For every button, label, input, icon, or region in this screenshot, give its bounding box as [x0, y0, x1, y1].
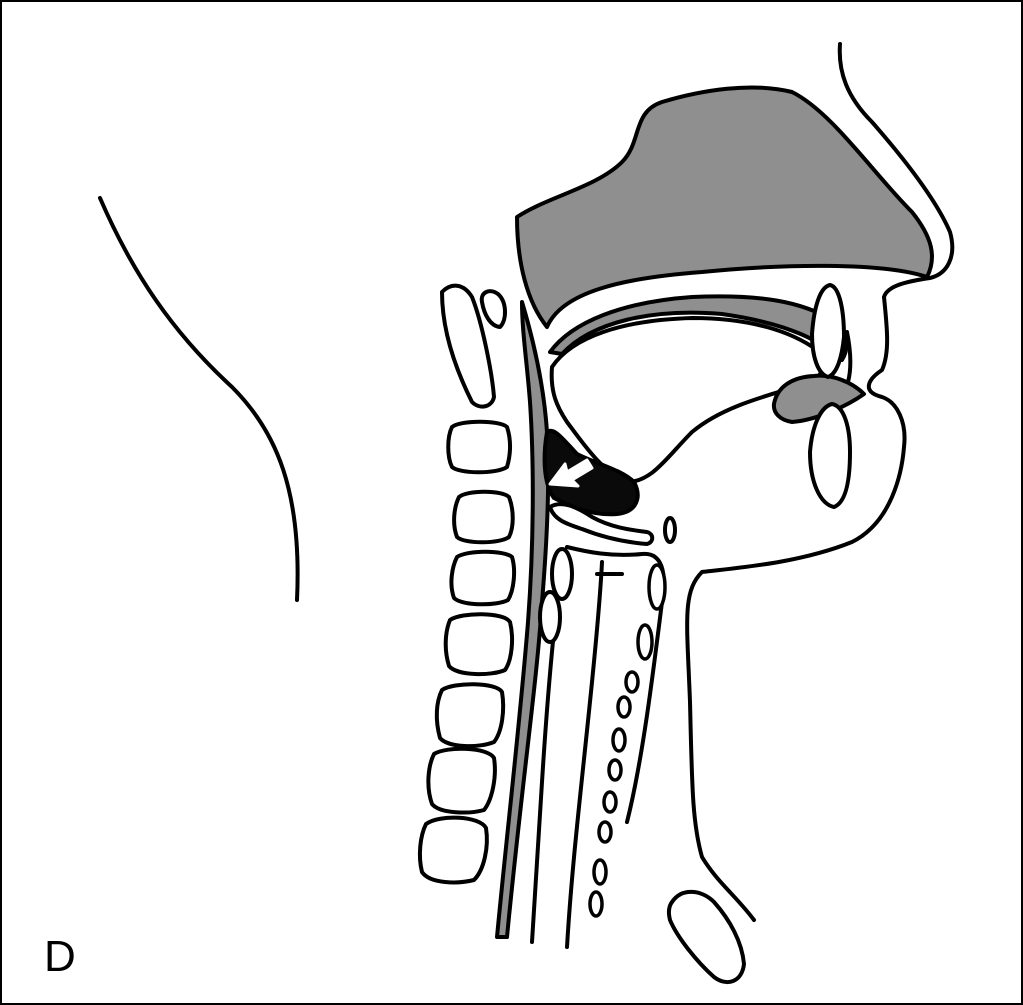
lower-tooth — [810, 404, 850, 507]
vertebra-c5 — [446, 614, 512, 674]
vertebra-c2 — [448, 422, 510, 473]
panel-label: D — [44, 932, 76, 982]
arytenoid-lower — [540, 592, 560, 642]
vertebra-c1-tubercle — [482, 291, 505, 327]
back-of-neck-outline — [100, 198, 298, 600]
vertebra-c4 — [451, 552, 514, 605]
vertebra-c7 — [428, 749, 495, 813]
nasal-cavity — [517, 87, 932, 327]
vertebra-c3 — [454, 492, 513, 543]
trachea-back — [567, 562, 602, 947]
arytenoid-upper — [552, 549, 572, 599]
tracheal-rings — [590, 565, 665, 916]
upper-tooth — [812, 285, 844, 377]
vertebra-c6 — [437, 684, 503, 746]
incisor-gap — [847, 332, 850, 382]
manubrium — [669, 892, 744, 982]
vertebrae — [420, 286, 514, 883]
vertebra-t1 — [420, 818, 487, 883]
hyoid-small — [665, 518, 675, 542]
